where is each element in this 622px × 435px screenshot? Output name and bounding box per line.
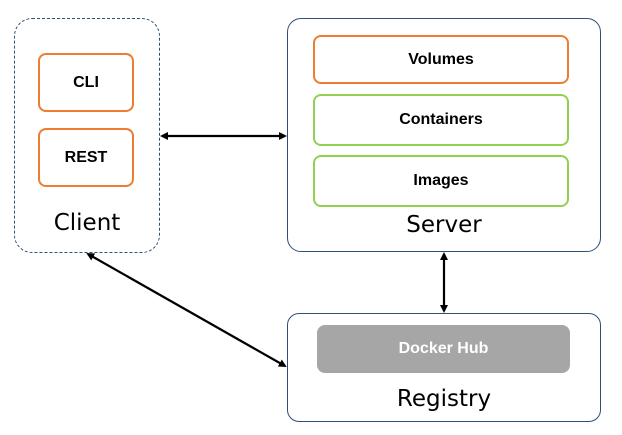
registry-label: Registry: [396, 386, 492, 412]
rest-box: REST: [38, 128, 134, 187]
docker-hub-box: Docker Hub: [317, 325, 570, 373]
client-registry-arrow: [86, 253, 287, 367]
server-label: Server: [406, 212, 482, 238]
containers-box: Containers: [313, 94, 569, 146]
cli-box: CLI: [38, 53, 134, 112]
images-box: Images: [313, 155, 569, 207]
client-label: Client: [53, 210, 121, 236]
volumes-box: Volumes: [313, 35, 569, 84]
